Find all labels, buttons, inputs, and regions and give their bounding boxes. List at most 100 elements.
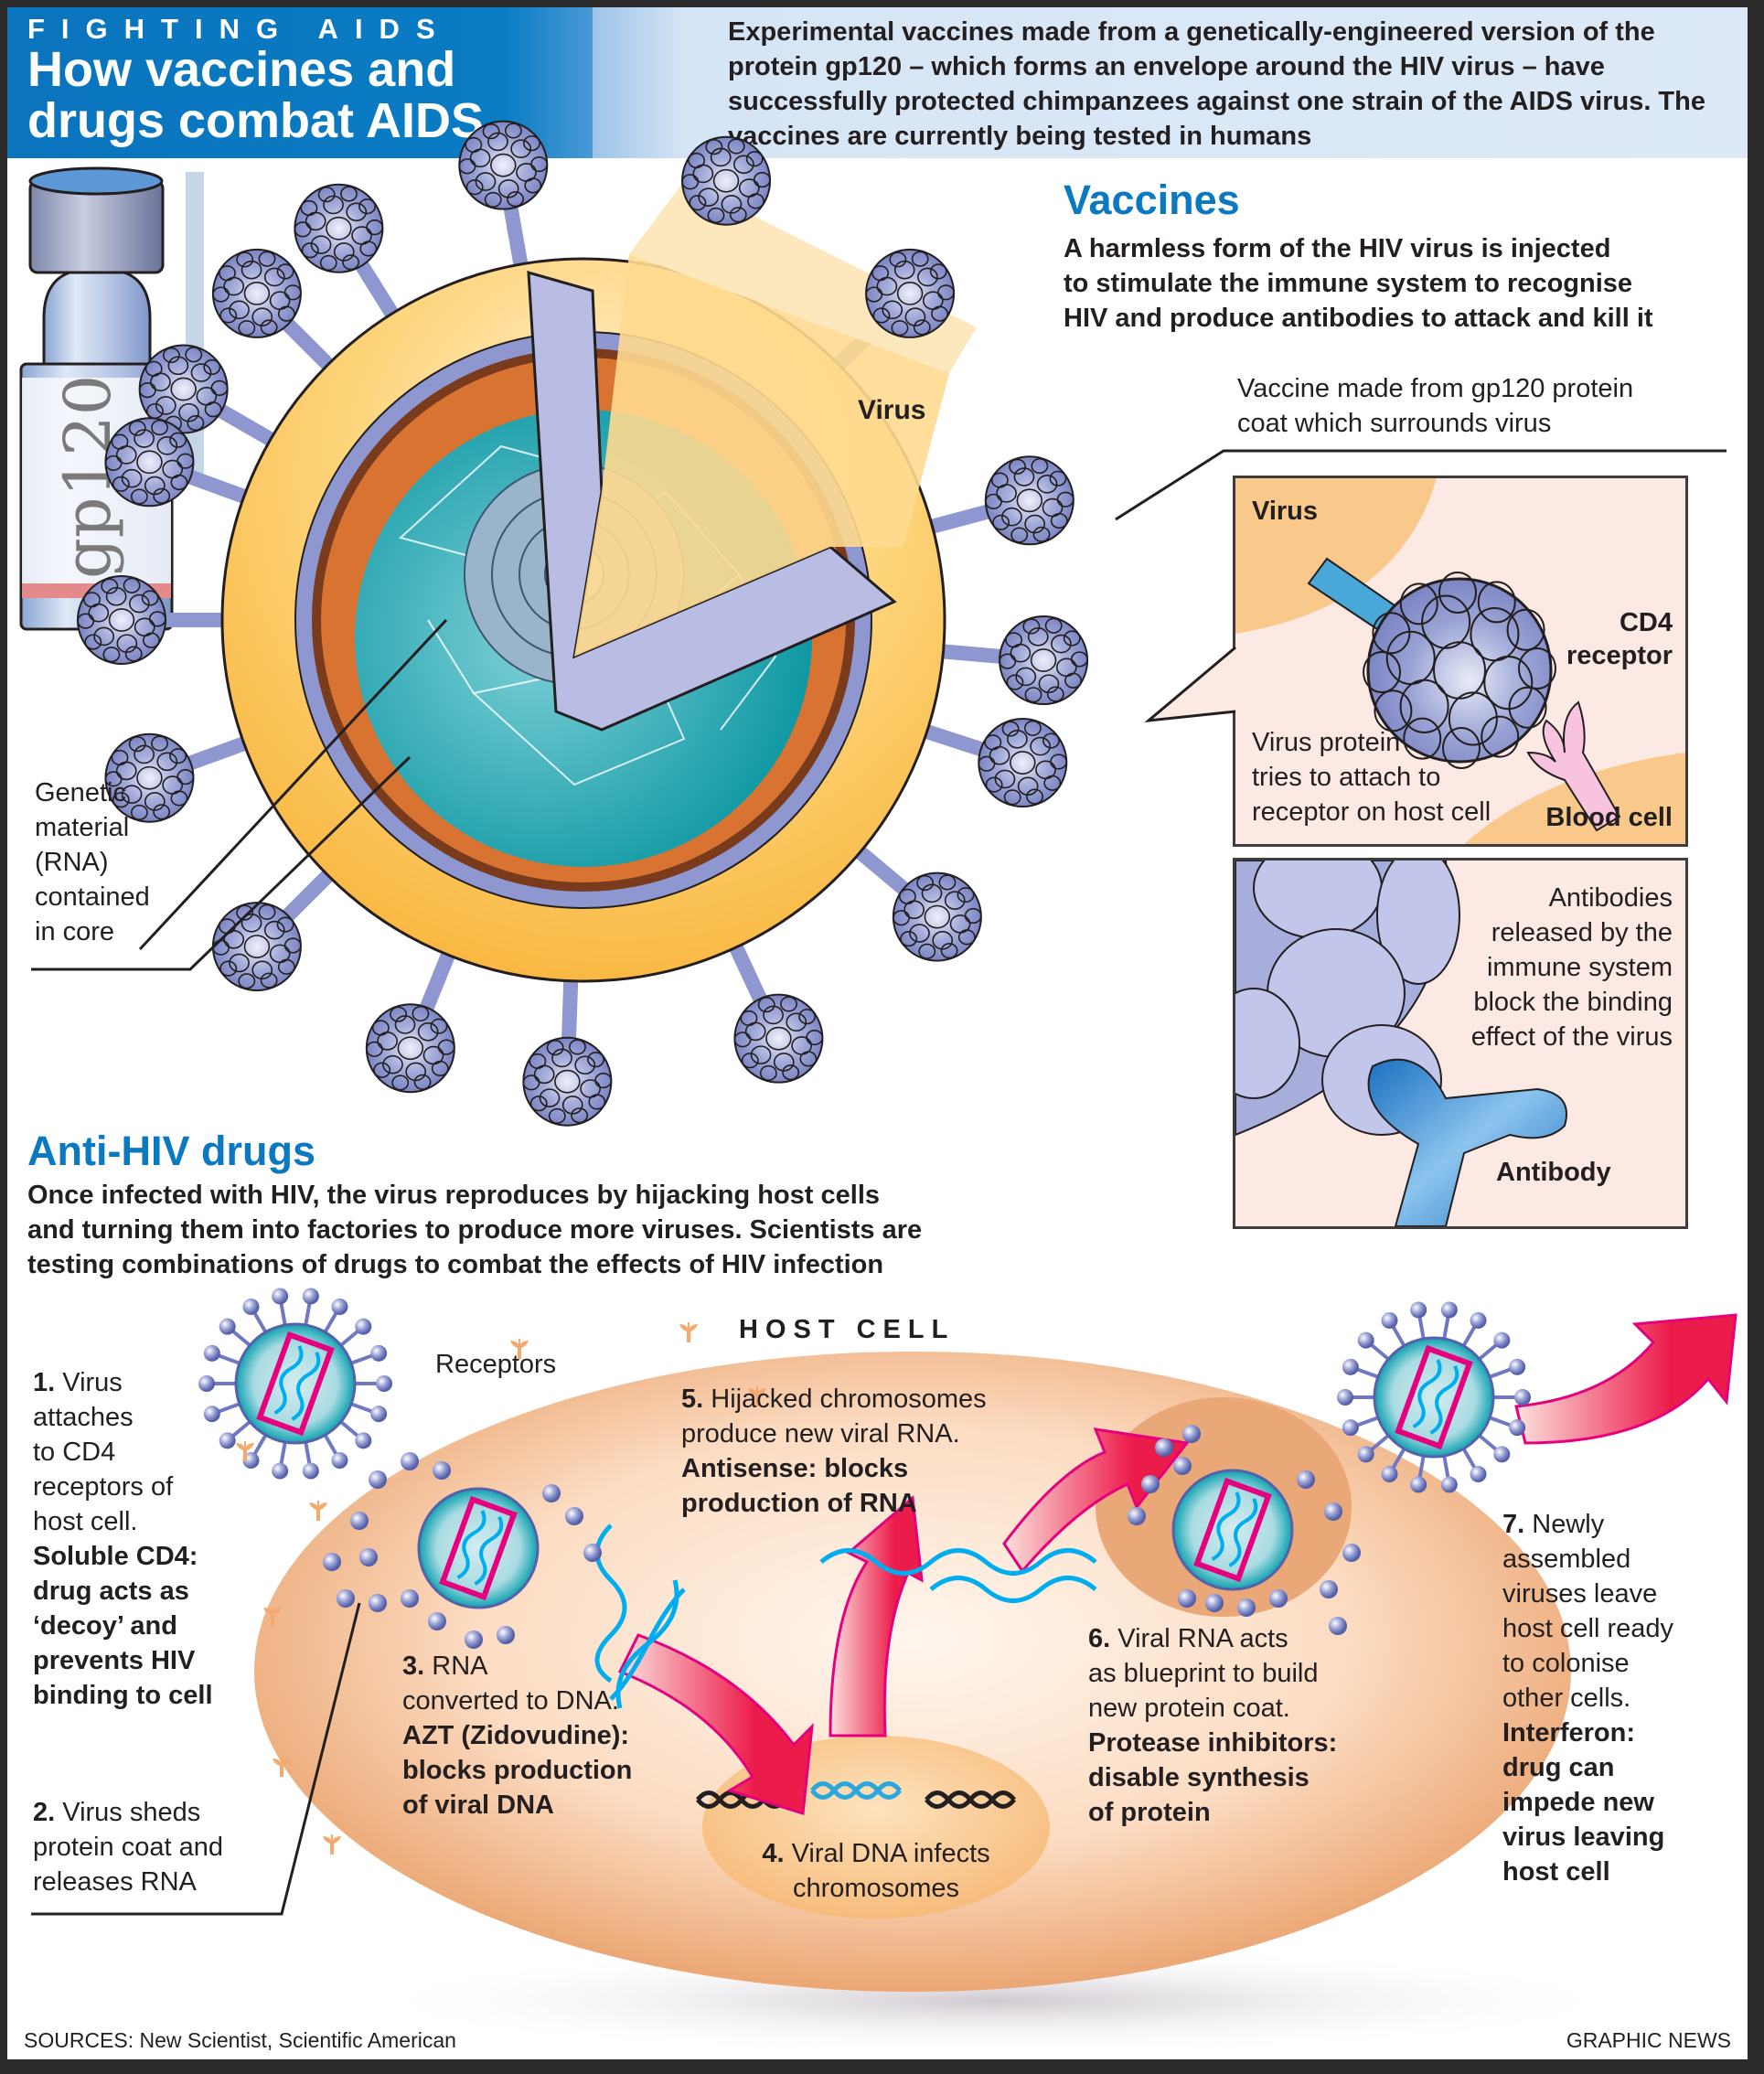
- drug-line: binding to cell: [33, 1681, 213, 1710]
- step-number: 7.: [1502, 1510, 1525, 1539]
- step-line: produce new viral RNA.: [681, 1419, 960, 1449]
- gp120-knob-icon: [138, 344, 229, 434]
- protein-particle: [1297, 1470, 1315, 1489]
- drug-line: production of RNA: [681, 1489, 917, 1518]
- step-line: Viral RNA acts: [1117, 1624, 1288, 1653]
- protein-particle: [1205, 1594, 1224, 1612]
- protein-subunit: [1448, 691, 1498, 746]
- drug-line: Soluble CD4:: [33, 1542, 198, 1571]
- step-line: Viral DNA infects: [791, 1839, 990, 1868]
- protein-subunit: [1438, 572, 1477, 615]
- antibody-caption: Antibodies released by the immune system…: [1471, 881, 1673, 1054]
- gp120-knob-icon: [892, 871, 982, 962]
- dna-helix: [609, 1579, 686, 1709]
- step-line: other cells.: [1502, 1684, 1631, 1713]
- gp120-knob-icon: [522, 1036, 613, 1127]
- label-line: CD4: [1619, 608, 1673, 637]
- attach-panel-pointer: [1144, 646, 1236, 723]
- callout-line: Vaccine made from gp120 protein: [1237, 374, 1634, 403]
- antibody-label: Antibody: [1496, 1158, 1611, 1187]
- antibody-panel: Antibodies released by the immune system…: [1233, 858, 1688, 1229]
- vaccines-heading: Vaccines: [1064, 176, 1240, 223]
- arrow-rna-to-nucleus: [617, 1633, 814, 1815]
- hiv-virus-cutaway: Virus: [77, 120, 1089, 1127]
- cd4-receptor-icon: [679, 1322, 698, 1342]
- body-line: Once infected with HIV, the virus reprod…: [27, 1181, 881, 1210]
- step-number: 2.: [33, 1798, 56, 1827]
- step-number: 3.: [402, 1652, 425, 1681]
- caption-line: Virus protein: [1252, 728, 1401, 757]
- drug-line: host cell: [1502, 1857, 1610, 1887]
- cell-shadow: [355, 1946, 1635, 2056]
- step-number: 6.: [1088, 1624, 1111, 1653]
- caption-line: released by the: [1491, 918, 1673, 947]
- step-line: host cell ready: [1502, 1614, 1673, 1643]
- step-7: 7. Newly assembled viruses leave host ce…: [1502, 1507, 1673, 1889]
- blood-cell-label: Blood cell: [1545, 803, 1673, 832]
- caption-line: tries to attach to: [1252, 763, 1441, 792]
- step-line: receptors of: [33, 1472, 174, 1502]
- protein-particle: [428, 1612, 446, 1630]
- vaccine-callout-leader: [1115, 449, 1727, 521]
- protein-particle: [369, 1594, 387, 1612]
- step-line: converted to DNA.: [402, 1686, 619, 1716]
- vaccine-callout: Vaccine made from gp120 protein coat whi…: [1237, 371, 1633, 441]
- body-line: A harmless form of the HIV virus is inje…: [1064, 234, 1611, 263]
- step-line: Virus sheds: [62, 1798, 201, 1827]
- step-line: Virus: [62, 1368, 123, 1397]
- step-line: assembled: [1502, 1545, 1631, 1574]
- gp120-knob-icon: [365, 1003, 455, 1094]
- drug-line: blocks production: [402, 1756, 633, 1785]
- protein-subunit: [1385, 630, 1436, 685]
- gp120-knob-icon: [104, 417, 195, 508]
- body-line: and turning them into factories to produ…: [27, 1215, 923, 1245]
- drug-line: prevents HIV: [33, 1646, 196, 1675]
- protein-subunit: [1374, 690, 1413, 732]
- protein-particle: [369, 1470, 387, 1489]
- gp120-knob-icon: [211, 248, 302, 338]
- protein-particle: [542, 1484, 561, 1502]
- protein-subunit: [1506, 608, 1545, 651]
- callout-line: coat which surrounds virus: [1237, 409, 1552, 438]
- intro-banner: [593, 7, 1748, 158]
- drug-line: impede new: [1502, 1788, 1654, 1817]
- protein-subunit: [1477, 581, 1516, 624]
- gp120-knob-icon: [978, 718, 1068, 808]
- gp120-knob-icon: [294, 183, 384, 273]
- drug-line: drug can: [1502, 1753, 1615, 1782]
- small-virus-icon: [1171, 1469, 1294, 1591]
- drug-line: of protein: [1088, 1798, 1211, 1827]
- step2-leader: [31, 1602, 361, 1916]
- protein-particle: [1329, 1617, 1347, 1635]
- step-line: RNA: [432, 1652, 488, 1681]
- cd4-receptor-icon: [323, 1834, 341, 1855]
- step-number: 1.: [33, 1368, 56, 1397]
- protein-particle: [1128, 1507, 1146, 1525]
- gp120-knob-icon: [999, 615, 1089, 706]
- step-1: 1. Virus attaches to CD4 receptors of ho…: [33, 1365, 213, 1713]
- step-1-text: 1. Virus: [33, 1365, 213, 1400]
- drug-line: Protease inhibitors:: [1088, 1728, 1338, 1758]
- step-3: 3. RNA converted to DNA. AZT (Zidovudine…: [402, 1649, 632, 1823]
- gp120-knob-icon: [681, 135, 772, 226]
- protein-particle: [1173, 1457, 1192, 1475]
- protein-subunit: [1481, 715, 1520, 758]
- protein-subunit: [1403, 717, 1442, 760]
- drug-line: disable synthesis: [1088, 1763, 1310, 1792]
- protein-subunit: [1508, 686, 1547, 729]
- receptors-label: Receptors: [435, 1350, 557, 1379]
- protein-subunit: [1470, 607, 1520, 662]
- protein-particle: [337, 1589, 355, 1608]
- title-line-1: How vaccines and: [27, 42, 456, 97]
- protein-subunit: [1517, 647, 1556, 690]
- attach-panel: Virus CD4 receptor Virus protein tries t…: [1233, 476, 1688, 847]
- protein-particle: [1324, 1502, 1342, 1521]
- label-line: contained: [35, 882, 150, 912]
- header-banner: FIGHTING AIDS How vaccines and drugs com…: [7, 7, 593, 158]
- step-line: to colonise: [1502, 1649, 1630, 1678]
- sources: SOURCES: New Scientist, Scientific Ameri…: [24, 2028, 456, 2052]
- host-cell-title: HOST CELL: [739, 1315, 956, 1344]
- protein-particle: [1182, 1425, 1201, 1443]
- gp120-knob-icon: [77, 575, 166, 665]
- step-number: 4.: [762, 1839, 785, 1868]
